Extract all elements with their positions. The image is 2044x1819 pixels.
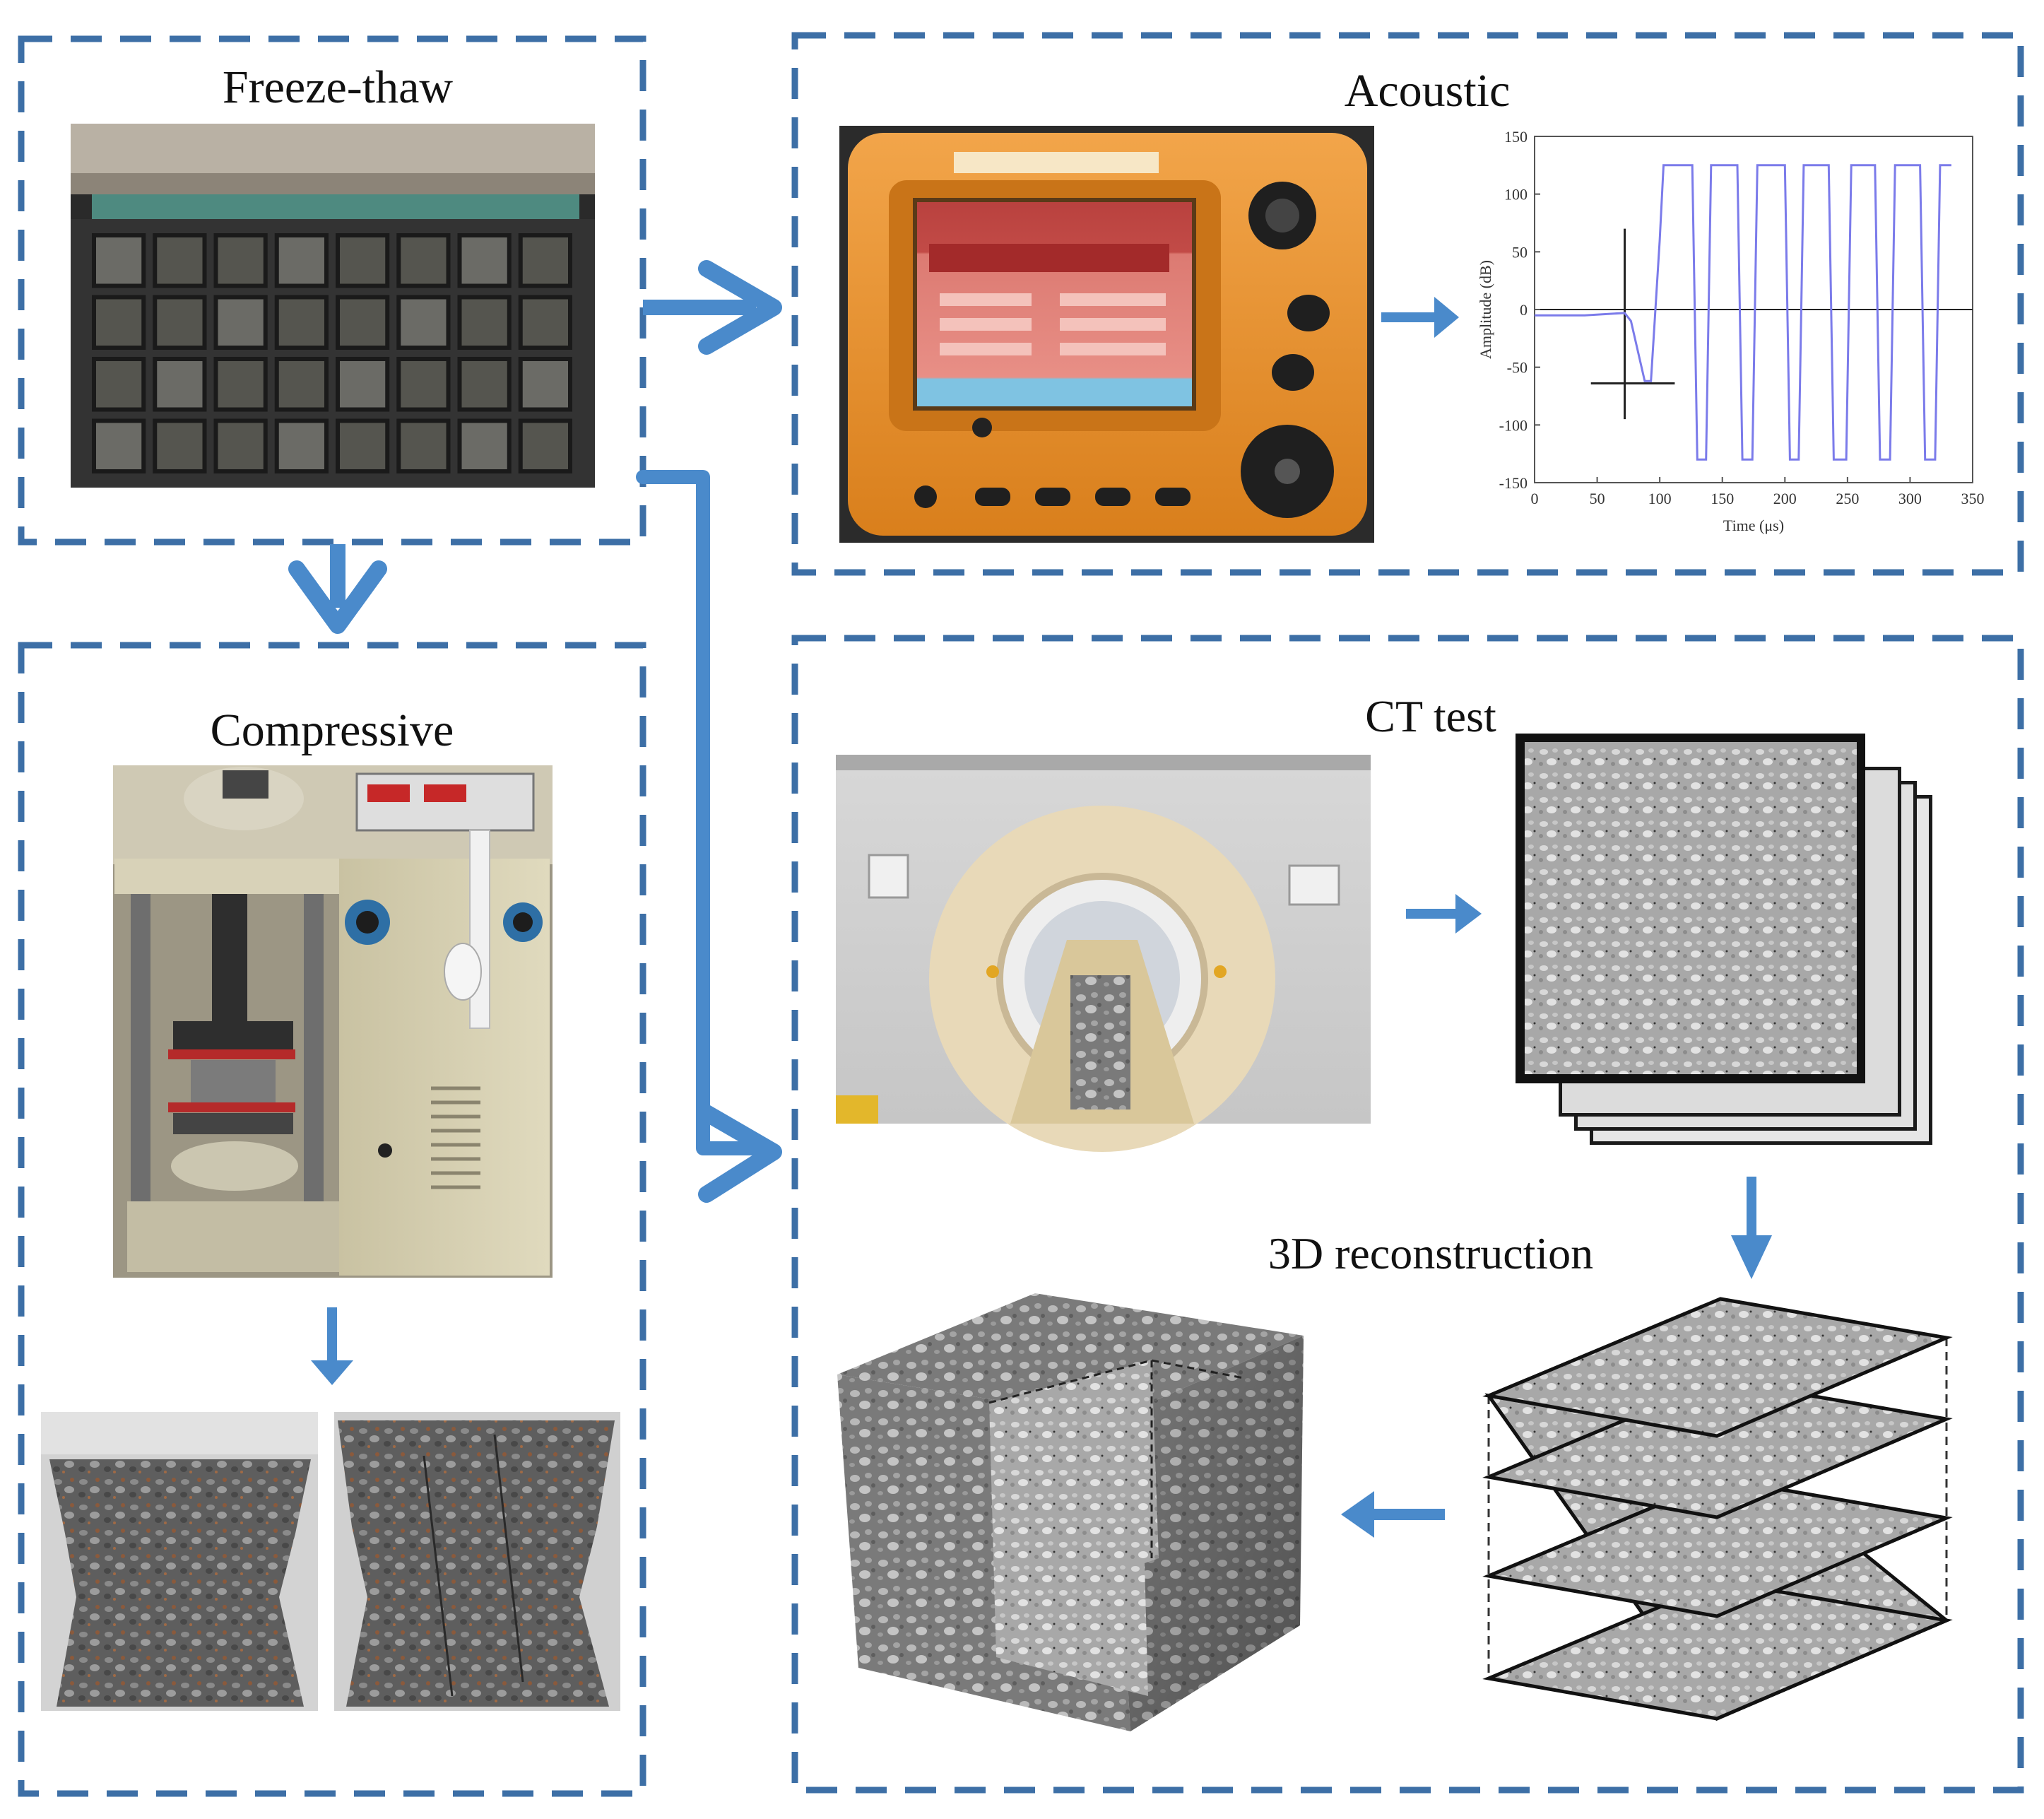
- arrow-device-to-chart: [1381, 297, 1459, 338]
- arrow-to-compressive: [288, 544, 387, 634]
- tray-cell: [92, 418, 146, 473]
- arrow-slices-to-planes: [1731, 1177, 1772, 1279]
- tray-cell: [274, 357, 329, 412]
- y-tick-label: 0: [1520, 301, 1528, 319]
- tray-cell: [153, 357, 207, 412]
- acoustic-detector-photo: [839, 126, 1374, 543]
- y-tick-label: -100: [1499, 416, 1528, 434]
- cube-top-face: [837, 1293, 1304, 1419]
- acoustic-frame: [791, 32, 2024, 576]
- compressive-frame: [18, 642, 646, 1797]
- tray-cell: [518, 418, 572, 473]
- tray-cell: [336, 357, 390, 412]
- y-tick-label: 100: [1504, 186, 1528, 204]
- arrow-planes-to-cube: [1341, 1491, 1445, 1538]
- tray-cell: [518, 295, 572, 350]
- y-tick-label: 50: [1512, 243, 1528, 261]
- onset-marker: [1590, 228, 1675, 420]
- slice-plane-1: [1482, 1297, 1953, 1438]
- tray-cell: [336, 418, 390, 473]
- x-tick-label: 150: [1711, 490, 1734, 507]
- compressive-title: Compressive: [211, 705, 454, 756]
- freeze-thaw-title: Freeze-thaw: [223, 61, 453, 113]
- ct-slice-stack: [1516, 734, 1932, 1145]
- arrow-to-ct: [636, 470, 782, 1203]
- ct-test-title: CT test: [1365, 691, 1496, 741]
- freeze-thaw-frame: [18, 35, 646, 546]
- sample-tray-grid: [92, 233, 572, 473]
- y-tick-label: -150: [1499, 474, 1528, 492]
- x-tick-label: 50: [1590, 490, 1605, 507]
- y-tick-label: -50: [1507, 359, 1528, 377]
- tray-cell: [92, 357, 146, 412]
- reconstruction-title: 3D reconstruction: [1268, 1228, 1593, 1278]
- freeze-thaw-chamber-photo: [71, 124, 595, 488]
- machine-vent: [431, 1086, 480, 1189]
- tray-cell: [213, 418, 268, 473]
- tray-cell: [213, 233, 268, 288]
- x-tick-label: 0: [1531, 490, 1539, 507]
- x-tick-label: 300: [1898, 490, 1922, 507]
- tray-cell: [213, 295, 268, 350]
- cube-cutout: [989, 1360, 1159, 1696]
- tray-cell: [92, 295, 146, 350]
- tray-cell: [92, 233, 146, 288]
- ct-scanner-photo: [836, 755, 1371, 1152]
- tray-cell: [213, 357, 268, 412]
- tray-cell: [396, 357, 451, 412]
- tray-cell: [396, 233, 451, 288]
- tray-cell: [457, 357, 512, 412]
- tray-cell: [153, 233, 207, 288]
- x-tick-label: 350: [1961, 490, 1985, 507]
- slice-planes: [1482, 1297, 1953, 1721]
- x-tick-label: 100: [1648, 490, 1672, 507]
- tray-cell: [518, 233, 572, 288]
- slice-plane-3: [1482, 1477, 1953, 1618]
- arrow-machine-to-specimens: [311, 1307, 353, 1385]
- slice-plane-4: [1482, 1579, 1953, 1721]
- x-axis-label: Time (μs): [1723, 517, 1784, 534]
- tray-cell: [396, 295, 451, 350]
- reconstructed-cube: [837, 1293, 1304, 1731]
- flow-arrows: [288, 260, 1772, 1538]
- x-tick-label: 200: [1773, 490, 1797, 507]
- tray-cell: [396, 418, 451, 473]
- x-tick-label: 250: [1836, 490, 1859, 507]
- y-axis-ticks: 150 100 50 0 -50 -100 -150: [1499, 128, 1540, 492]
- failed-specimen-photo-1: [41, 1412, 318, 1711]
- acoustic-waveform-chart: 0 50 100 150 200 250 300 350 150 100 50 0 -50 -100 -1…: [1477, 128, 1985, 534]
- x-axis-ticks: 0 50 100 150 200 250 300 350: [1531, 477, 1985, 507]
- tray-cell: [153, 418, 207, 473]
- tray-cell: [518, 357, 572, 412]
- failed-specimen-photo-2: [334, 1412, 620, 1711]
- tray-cell: [336, 233, 390, 288]
- acoustic-title: Acoustic: [1345, 65, 1511, 117]
- tray-cell: [274, 233, 329, 288]
- tray-cell: [457, 233, 512, 288]
- tray-cell: [153, 295, 207, 350]
- y-axis-label: Amplitude (dB): [1477, 260, 1494, 359]
- y-tick-label: 150: [1504, 128, 1528, 146]
- tray-cell: [274, 418, 329, 473]
- panel-frames: [18, 32, 2024, 1797]
- tray-cell: [457, 418, 512, 473]
- tray-cell: [336, 295, 390, 350]
- arrow-scanner-to-slices: [1406, 894, 1482, 934]
- series-line: [1535, 164, 1951, 461]
- compression-machine-photo: [113, 765, 553, 1278]
- tray-cell: [457, 295, 512, 350]
- arrow-to-acoustic: [643, 260, 782, 355]
- ct-frame: [791, 635, 2024, 1794]
- tray-cell: [274, 295, 329, 350]
